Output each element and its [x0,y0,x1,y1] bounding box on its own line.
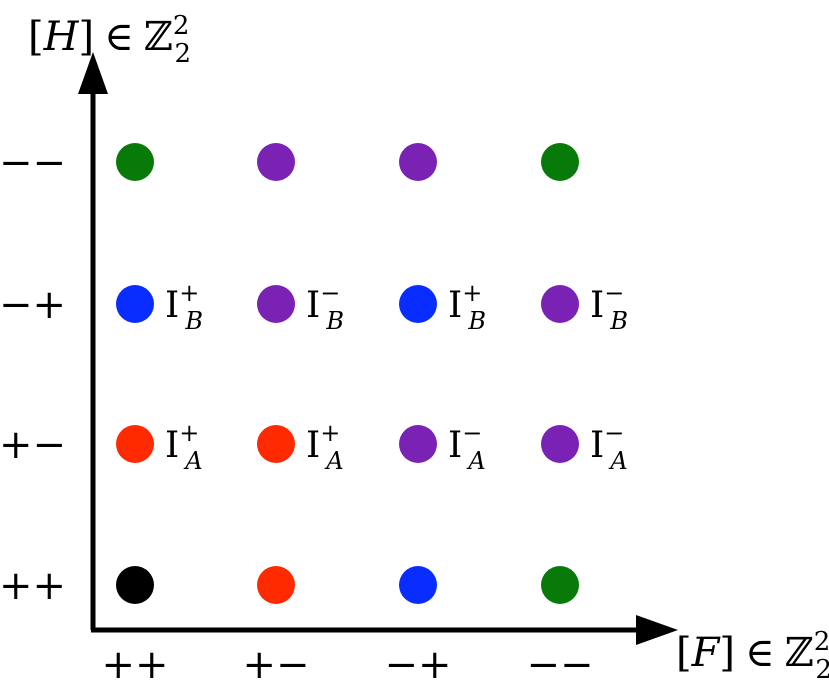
grid-dot [257,425,295,463]
grid-point-label: I−A [448,419,486,475]
grid-dot [116,566,154,604]
grid-dot [116,425,154,463]
x-tick-label: +− [242,642,309,686]
grid-point: I+B [399,279,486,335]
grid-point: I−A [541,419,628,475]
grid-point: I−B [257,279,344,335]
x-tick-label: −+ [384,642,451,686]
grid-dot [257,566,295,604]
grid-point-label: I+A [306,419,344,475]
axis-ticks: ++ +− −+ −− ++ +− −+ −− [0,140,594,686]
grid-point: I+A [257,419,344,475]
grid-dot [541,285,579,323]
grid-point: I−B [541,279,628,335]
grid-point-label: I−B [306,279,344,335]
x-tick-label: ++ [101,642,168,686]
grid-point-label: I+B [448,279,486,335]
grid-dot [399,566,437,604]
x-tick-label: −− [526,642,593,686]
grid-dot [399,425,437,463]
grid-point-label: I−A [590,419,628,475]
grid-point [116,143,154,181]
grid-point: I+B [116,279,203,335]
grid-dot [541,425,579,463]
grid-point-label: I−B [590,279,628,335]
grid-point-label: I+A [165,419,203,475]
grid-points: I+A I+A I−A I−A I+B I−B I+B I−B [116,143,628,604]
grid-point [257,143,295,181]
x-axis-arrowhead [636,615,678,645]
grid-point [399,143,437,181]
grid-dot [399,285,437,323]
y-tick-label: −− [0,140,66,186]
grid-dot [257,143,295,181]
grid-point [399,566,437,604]
y-tick-label: ++ [0,563,66,609]
grid-dot [541,143,579,181]
grid-dot [116,285,154,323]
grid-point: I−A [399,419,486,475]
grid-dot [116,143,154,181]
grid-point: I+A [116,419,203,475]
grid-dot [257,285,295,323]
grid-point [541,143,579,181]
grid-dot [541,566,579,604]
y-axis-arrowhead [78,52,108,94]
grid-point [116,566,154,604]
y-tick-label: −+ [0,282,66,328]
y-tick-label: +− [0,422,66,468]
grid-dot [399,143,437,181]
grid-point-label: I+B [165,279,203,335]
grid-point [257,566,295,604]
grid-point [541,566,579,604]
